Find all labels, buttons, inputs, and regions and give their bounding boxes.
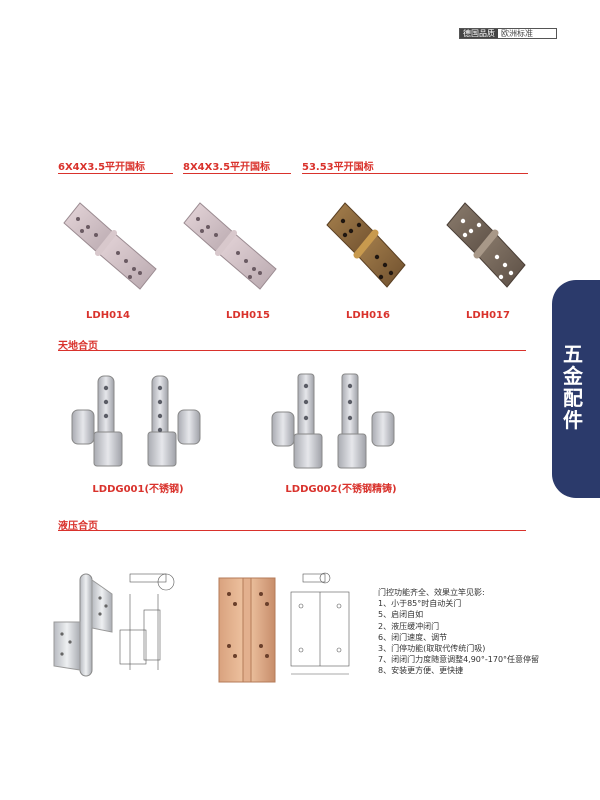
section-rule-2 <box>183 173 291 174</box>
pivot-hinge-lddg001-image <box>71 375 201 467</box>
section-label-hydraulic: 液压合页 <box>58 521 98 532</box>
category-side-tab: 五 金 配 件 <box>552 280 600 498</box>
code-ldh016: LDH016 <box>346 310 390 321</box>
hydraulic-hinge-silver-diagram <box>53 573 175 677</box>
code-lddg001: LDDG001(不锈钢) <box>92 484 184 495</box>
feature-line: 6、闭门速度、调节 <box>378 632 448 642</box>
section-rule-pivot <box>58 350 526 351</box>
section-label-pivot: 天地合页 <box>58 341 98 352</box>
section-label-5353: 53.53平开国标 <box>302 162 374 173</box>
section-label-8x4: 8X4X3.5平开国标 <box>183 162 271 173</box>
feature-line: 5、启闭自如 <box>378 610 424 620</box>
category-label: 五 金 配 件 <box>552 343 594 431</box>
section-label-6x4: 6X4X3.5平开国标 <box>58 162 146 173</box>
feature-line: 2、液压缓冲闭门 <box>378 621 440 631</box>
category-char: 五 <box>563 342 583 366</box>
code-ldh017: LDH017 <box>466 310 510 321</box>
section-rule-1 <box>58 173 173 174</box>
section-rule-3 <box>302 173 528 174</box>
feature-line: 3、门停功能(取取代传统门吸) <box>378 644 486 654</box>
feature-line: 1、小于85°时自动关门 <box>378 599 462 609</box>
hydraulic-hinge-gold-diagram <box>218 572 350 683</box>
feature-list: 门控功能齐全、效果立竿见影: 1、小于85°时自动关门 5、启闭自如 2、液压缓… <box>378 587 539 677</box>
feature-line: 7、闭闭门力度随意调整4,90°-170°任意停留 <box>378 655 540 665</box>
code-ldh015: LDH015 <box>226 310 270 321</box>
feature-line: 8、安装更方便、更快捷 <box>378 666 464 676</box>
hinge-ldh017-image <box>446 202 526 288</box>
code-lddg002: LDDG002(不锈钢精铸) <box>285 484 397 495</box>
pivot-hinge-lddg002-image <box>271 373 395 469</box>
quality-badge: 德国品质 欧洲标准 <box>459 28 557 39</box>
badge-german-quality: 德国品质 <box>460 29 498 38</box>
feature-line: 门控功能齐全、效果立竿见影: <box>378 588 485 597</box>
code-ldh014: LDH014 <box>86 310 130 321</box>
hinge-ldh014-image <box>63 202 157 290</box>
hinge-ldh016-image <box>326 202 406 288</box>
section-rule-hydraulic <box>58 530 526 531</box>
hinge-ldh015-image <box>183 202 277 290</box>
badge-european-standard: 欧洲标准 <box>501 29 533 38</box>
category-char: 金 <box>563 364 583 388</box>
category-char: 配 <box>563 386 583 410</box>
category-char: 件 <box>563 408 583 432</box>
